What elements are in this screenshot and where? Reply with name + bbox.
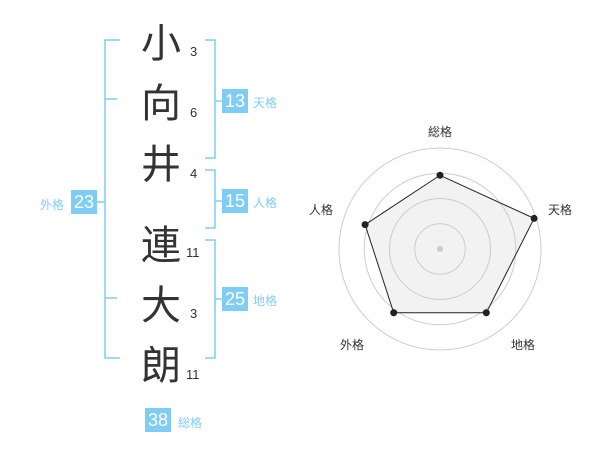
stroke-count-6: 11 (186, 367, 200, 382)
tenkaku-label: 天格 (253, 96, 278, 110)
chikaku-value: 25 (222, 287, 249, 311)
name-char-1: 小 (141, 21, 181, 67)
radar-label-chikaku: 地格 (511, 338, 536, 352)
jinkaku-value: 15 (222, 189, 249, 213)
radar-ring-2 (389, 198, 491, 300)
soukaku-value: 38 (145, 408, 172, 432)
stroke-count-2: 6 (190, 105, 198, 120)
radar-point-2 (530, 214, 538, 222)
tenkaku-value: 13 (222, 89, 249, 113)
name-char-2: 向 (141, 81, 181, 127)
name-char-6: 朗 (141, 343, 181, 389)
chikaku-bracket (205, 239, 222, 359)
radar-label-soukaku: 総格 (428, 125, 453, 139)
radar-point-4 (390, 309, 398, 317)
radar-label-jinkaku: 人格 (309, 203, 334, 217)
gaikaku-label: 外格 (40, 198, 65, 212)
radar-label-gaikaku: 外格 (340, 338, 365, 352)
stroke-count-1: 3 (190, 44, 198, 59)
chikaku-label: 地格 (253, 294, 278, 308)
name-char-3: 井 (141, 142, 181, 188)
radar-center-dot (437, 246, 443, 252)
radar-outline (364, 174, 535, 314)
radar-point-3 (482, 309, 490, 317)
radar-point-5 (361, 221, 369, 229)
tenkaku-bracket (205, 39, 222, 159)
stroke-count-3: 4 (190, 166, 198, 181)
radar-point-1 (436, 171, 444, 179)
name-char-4: 連 (141, 223, 181, 269)
gaikaku-bracket (95, 39, 120, 359)
jinkaku-bracket (205, 169, 222, 229)
radar-label-tenkaku: 天格 (548, 203, 573, 217)
stroke-count-4: 11 (186, 245, 200, 260)
radar-ring-1 (414, 223, 466, 275)
name-char-5: 大 (141, 283, 181, 329)
jinkaku-label: 人格 (253, 196, 278, 210)
stroke-count-5: 3 (190, 306, 198, 321)
gaikaku-value: 23 (71, 190, 98, 214)
soukaku-label: 総格 (178, 416, 203, 430)
radar-area (365, 175, 535, 313)
